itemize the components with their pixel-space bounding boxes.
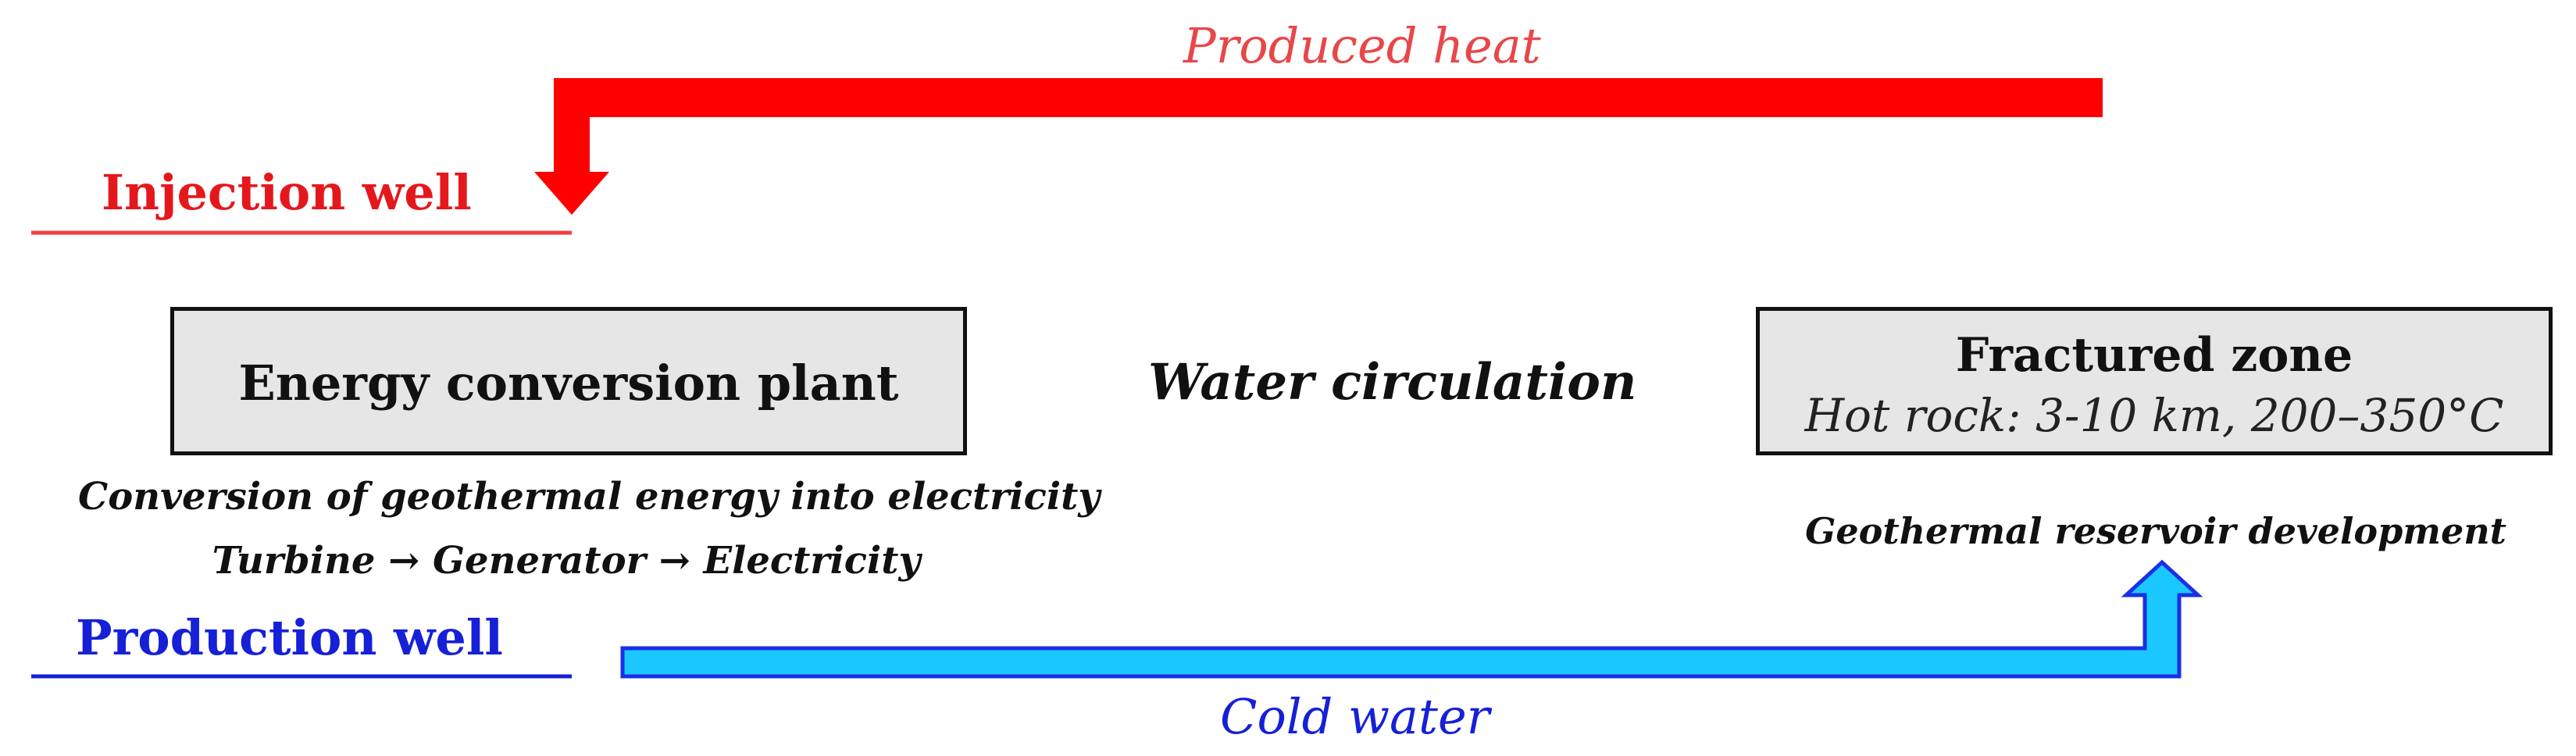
plant-caption-turbine-chain: Turbine → Generator → Electricity	[212, 539, 921, 583]
cold-water-arrow	[620, 559, 2203, 679]
fractured-zone-subtitle: Hot rock: 3-10 km, 200–350°C	[1804, 389, 2504, 442]
produced-heat-label: Produced heat	[1183, 17, 1541, 74]
water-circulation-label: Water circulation	[1148, 353, 1637, 412]
injection-well-label: Injection well	[102, 164, 472, 221]
produced-heat-arrow	[534, 78, 2103, 215]
production-well-label: Production well	[76, 609, 503, 666]
plant-caption-conversion: Conversion of geothermal energy into ele…	[78, 475, 1101, 519]
reservoir-development-caption: Geothermal reservoir development	[1805, 510, 2506, 552]
fractured-zone-box: Fractured zone Hot rock: 3-10 km, 200–35…	[1756, 307, 2553, 455]
energy-conversion-plant-box: Energy conversion plant	[170, 307, 967, 455]
cold-water-label: Cold water	[1220, 688, 1490, 745]
fractured-zone-title: Fractured zone	[1955, 328, 2353, 383]
energy-conversion-plant-title: Energy conversion plant	[238, 355, 899, 412]
